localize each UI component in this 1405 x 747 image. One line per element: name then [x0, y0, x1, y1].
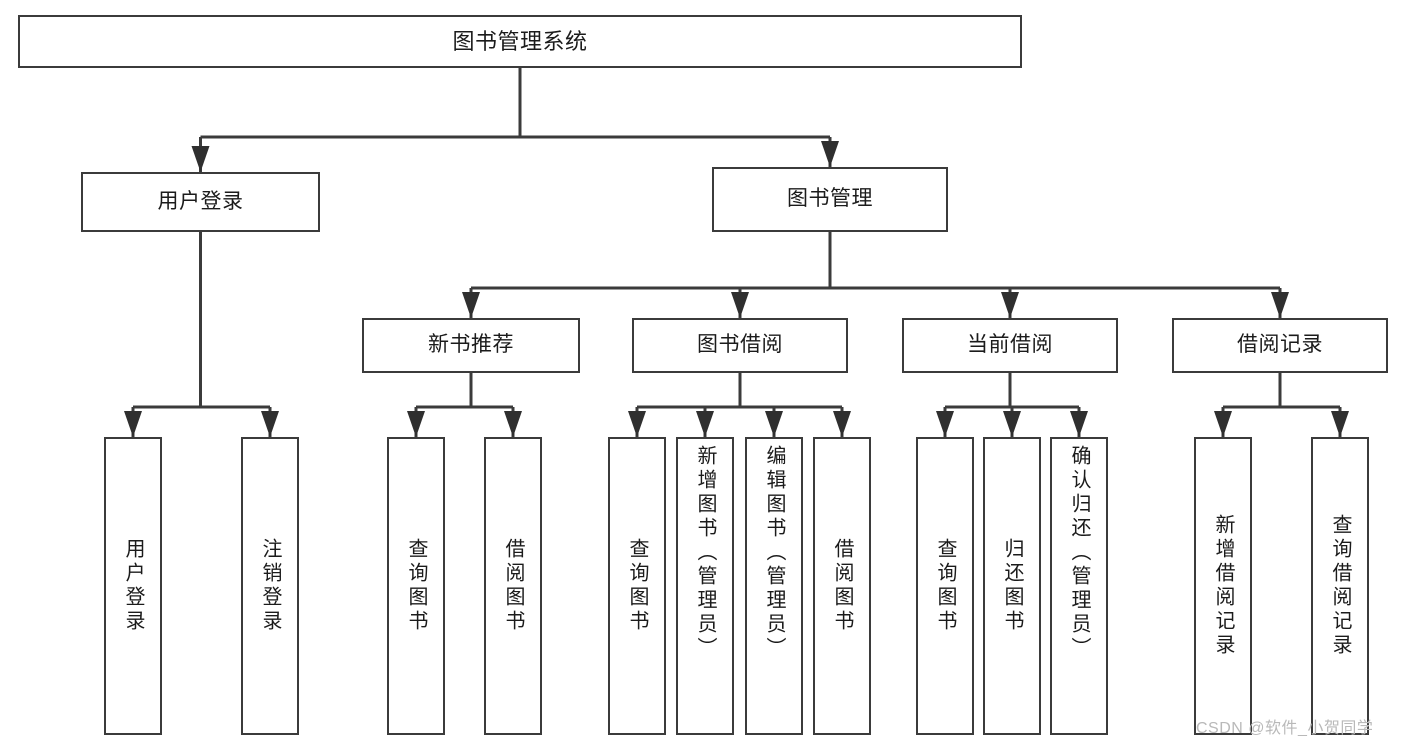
- node-label: 图书管理系统: [452, 28, 588, 54]
- node-leaf-bb-add[interactable]: 新增图书（管理员）: [676, 437, 734, 735]
- node-label: 新书推荐: [428, 333, 514, 357]
- node-label: 查询图书: [405, 538, 427, 634]
- node-leaf-cb-confirm[interactable]: 确认归还（管理员）: [1050, 437, 1108, 735]
- node-label: 查询图书: [626, 538, 648, 634]
- node-leaf-bl-query[interactable]: 查询借阅记录: [1311, 437, 1369, 735]
- node-label: 查询借阅记录: [1329, 514, 1351, 658]
- node-label: 图书管理: [787, 187, 873, 211]
- node-book-borrow[interactable]: 图书借阅: [632, 318, 848, 373]
- node-label: 归还图书: [1001, 538, 1023, 634]
- node-leaf-rec-borrow[interactable]: 借阅图书: [484, 437, 542, 735]
- node-leaf-user-login[interactable]: 用户登录: [104, 437, 162, 735]
- node-user-login[interactable]: 用户登录: [81, 172, 320, 232]
- node-new-book-rec[interactable]: 新书推荐: [362, 318, 580, 373]
- node-label: 确认归还（管理员）: [1068, 445, 1090, 661]
- node-cur-borrow[interactable]: 当前借阅: [902, 318, 1118, 373]
- node-label: 查询图书: [934, 538, 956, 634]
- node-label: 借阅图书: [502, 538, 524, 634]
- node-leaf-bb-query[interactable]: 查询图书: [608, 437, 666, 735]
- node-label: 图书借阅: [697, 333, 783, 357]
- node-leaf-bb-borrow[interactable]: 借阅图书: [813, 437, 871, 735]
- node-label: 借阅图书: [831, 538, 853, 634]
- node-leaf-rec-query[interactable]: 查询图书: [387, 437, 445, 735]
- node-label: 编辑图书（管理员）: [763, 445, 785, 661]
- node-label: 新增借阅记录: [1212, 514, 1234, 658]
- watermark: CSDN @软件_小贺同学: [1196, 720, 1374, 737]
- node-leaf-bl-add[interactable]: 新增借阅记录: [1194, 437, 1252, 735]
- node-label: 注销登录: [259, 538, 281, 634]
- node-label: 借阅记录: [1237, 333, 1323, 357]
- node-leaf-cb-return[interactable]: 归还图书: [983, 437, 1041, 735]
- node-label: 用户登录: [122, 538, 144, 634]
- node-book-mgmt[interactable]: 图书管理: [712, 167, 948, 232]
- node-borrow-log[interactable]: 借阅记录: [1172, 318, 1388, 373]
- node-leaf-bb-edit[interactable]: 编辑图书（管理员）: [745, 437, 803, 735]
- node-leaf-cb-query[interactable]: 查询图书: [916, 437, 974, 735]
- node-leaf-user-logout[interactable]: 注销登录: [241, 437, 299, 735]
- node-root[interactable]: 图书管理系统: [18, 15, 1022, 68]
- node-label: 当前借阅: [967, 333, 1053, 357]
- node-label: 新增图书（管理员）: [694, 445, 716, 661]
- node-label: 用户登录: [157, 189, 244, 213]
